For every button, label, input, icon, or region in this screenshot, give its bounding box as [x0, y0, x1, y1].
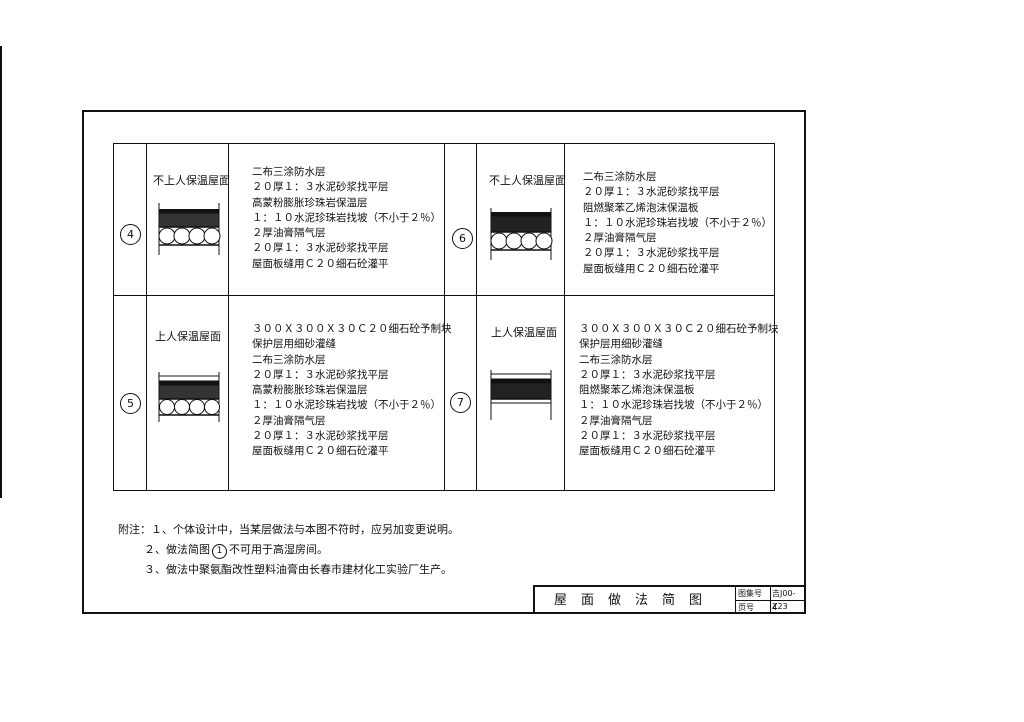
atlas-row: 图集号 吉J00-Z23: [736, 587, 806, 611]
layer-line: 屋面板缝用Ｃ２０细石砼灌平: [583, 262, 720, 275]
layer-line: １：１０水泥珍珠岩找坡（不小于２％）: [252, 211, 441, 224]
layer-line: ２厚油膏隔气层: [252, 227, 326, 240]
title-block-grid: 图集号 吉J00-Z23 页号 4: [735, 587, 806, 614]
layer-line: ２０厚１：３水泥砂浆找平层: [252, 242, 389, 255]
layer-line: 高蒙粉膨胀珍珠岩保温层: [252, 196, 368, 209]
layer-line: 二布三涂防水层: [252, 166, 326, 178]
layer-line: ２０厚１：３水泥砂浆找平层: [579, 368, 716, 381]
layer-line: 阻燃聚苯乙烯泡沫保温板: [579, 384, 695, 397]
drawing-frame: [82, 110, 806, 614]
note-2-detail-number: 1: [212, 544, 227, 559]
detail-number-4: 4: [120, 224, 141, 245]
detail-number-5: 5: [120, 393, 141, 414]
grid-line: [146, 144, 148, 490]
drawing-title: 屋面做法简图: [553, 593, 716, 608]
detail-number-6: 6: [452, 228, 473, 249]
layer-line: １：１０水泥珍珠岩找坡（不小于２％）: [252, 399, 441, 412]
note-2-text-end: 不可用于高湿房间。: [229, 543, 328, 556]
layer-line: １：１０水泥珍珠岩找坡（不小于２％）: [579, 399, 768, 412]
layer-line: ２厚油膏隔气层: [252, 414, 326, 427]
layer-line: 保护层用细砂灌缝: [579, 338, 663, 351]
layer-line: ３００Ｘ３００Ｘ３０Ｃ２０细石砼予制块: [579, 323, 779, 335]
detail-title: 不上人保温屋面: [489, 174, 566, 187]
roof-layer-section-icon: [490, 208, 553, 260]
page-row: 页号 4: [736, 601, 806, 614]
layer-line: 保护层用细砂灌缝: [252, 338, 336, 351]
note-3: ３、做法中聚氨酯改性塑料油膏由长春市建材化工实验厂生产。: [144, 563, 452, 576]
layer-line: ３００Ｘ３００Ｘ３０Ｃ２０细石砼予制块: [252, 323, 452, 335]
grid-line: [444, 144, 446, 490]
layer-line: ２０厚１：３水泥砂浆找平层: [583, 186, 720, 199]
layer-line: 屋面板缝用Ｃ２０细石砼灌平: [579, 445, 716, 458]
layer-line: ２０厚１：３水泥砂浆找平层: [252, 181, 389, 194]
detail-description: ３００Ｘ３００Ｘ３０Ｃ２０细石砼予制块 保护层用细砂灌缝 二布三涂防水层 ２０厚…: [252, 322, 452, 460]
grid-line: [564, 144, 566, 490]
layer-line: ２厚油膏隔气层: [583, 232, 657, 245]
layer-line: 二布三涂防水层: [583, 171, 657, 183]
note-2-text: ２、做法简图: [144, 543, 210, 556]
layer-line: １：１０水泥珍珠岩找坡（不小于２％）: [583, 216, 772, 229]
layer-line: 屋面板缝用Ｃ２０细石砼灌平: [252, 257, 389, 270]
page-label: 页号: [738, 601, 771, 614]
detail-table: [113, 143, 775, 491]
layer-line: 阻燃聚苯乙烯泡沫保温板: [583, 201, 699, 214]
page-edge-mark: [0, 46, 2, 498]
layer-line: 高蒙粉膨胀珍珠岩保温层: [252, 384, 368, 397]
layer-line: ２０厚１：３水泥砂浆找平层: [252, 368, 389, 381]
roof-layer-section-icon: [158, 372, 220, 422]
detail-description: 二布三涂防水层 ２０厚１：３水泥砂浆找平层 高蒙粉膨胀珍珠岩保温层 １：１０水泥…: [252, 165, 441, 272]
layer-line: 二布三涂防水层: [252, 353, 326, 366]
grid-line: [228, 144, 230, 490]
layer-line: 屋面板缝用Ｃ２０细石砼灌平: [252, 445, 389, 458]
detail-description: ３００Ｘ３００Ｘ３０Ｃ２０细石砼予制块 保护层用细砂灌缝 二布三涂防水层 ２０厚…: [579, 322, 779, 460]
layer-line: 二布三涂防水层: [579, 353, 653, 366]
page-value: 4: [772, 603, 778, 612]
grid-line: [114, 295, 774, 297]
layer-line: ２０厚１：３水泥砂浆找平层: [583, 247, 720, 260]
title-block: 屋面做法简图 图集号 吉J00-Z23 页号 4: [533, 585, 806, 614]
layer-line: ２０厚１：３水泥砂浆找平层: [252, 430, 389, 443]
detail-title: 上人保温屋面: [491, 326, 557, 339]
layer-line: ２厚油膏隔气层: [579, 414, 653, 427]
atlas-label: 图集号: [738, 587, 771, 600]
roof-layer-section-icon: [490, 370, 552, 420]
layer-line: ２０厚１：３水泥砂浆找平层: [579, 430, 716, 443]
note-1: 附注：１、个体设计中，当某层做法与本图不符时，应另加变更说明。: [118, 523, 459, 536]
detail-description: 二布三涂防水层 ２０厚１：３水泥砂浆找平层 阻燃聚苯乙烯泡沫保温板 １：１０水泥…: [583, 170, 772, 277]
detail-number-7: 7: [450, 392, 471, 413]
roof-layer-section-icon: [158, 203, 221, 255]
detail-title: 不上人保温屋面: [153, 174, 230, 187]
grid-line: [476, 144, 478, 490]
atlas-value: 吉J00-Z23: [772, 589, 796, 611]
detail-title: 上人保温屋面: [155, 330, 221, 343]
